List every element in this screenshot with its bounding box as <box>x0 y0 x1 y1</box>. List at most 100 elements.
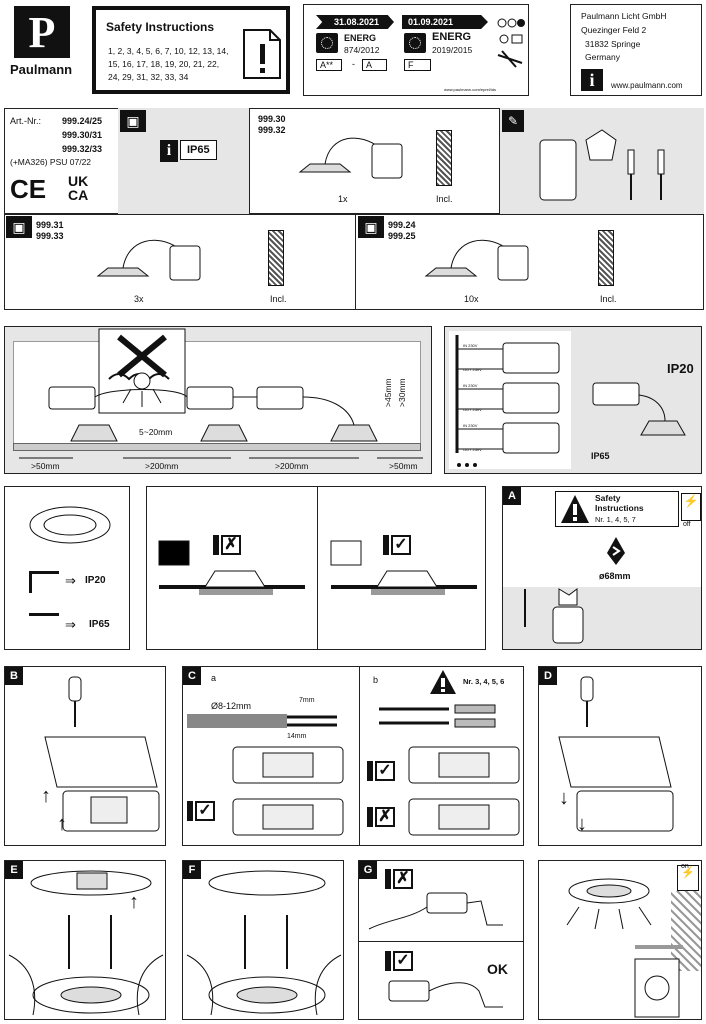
pkg1-incl: Incl. <box>436 194 453 204</box>
step-c-panel: C a Ø8-12mm 7mm 14mm ✓ b Nr. 3, 4, 5, 6 … <box>182 666 524 846</box>
eu-flag-old <box>316 33 338 53</box>
package-1: 999.30 999.32 1x Incl. <box>250 108 500 214</box>
ip65-label: IP65 <box>89 619 110 630</box>
wiring-panel: IN 230V OUT 230V IN 230V OUT 230V IN 230… <box>444 326 702 474</box>
packages-row-2 <box>4 214 704 310</box>
step-e-tag: E <box>5 861 23 879</box>
energy-class-old-from: A** <box>316 59 343 71</box>
terminal-block-icon-b2 <box>408 798 520 836</box>
step-b-up-arrow-1: ↑ <box>41 785 51 807</box>
step-c-safety-nr: Nr. 3, 4, 5, 6 <box>463 677 505 686</box>
insert-lamp-icon <box>8 870 164 1016</box>
pkg2-code-2: 999.33 <box>36 231 64 241</box>
step-c-strip-1: 7mm <box>299 697 315 704</box>
final-on: on <box>681 863 689 870</box>
step-c-sub-b: b <box>373 675 379 685</box>
brand-name: Paulmann <box>10 62 73 77</box>
company-name: Paulmann Licht GmbH <box>581 11 667 21</box>
wiring-ip20: IP20 <box>667 361 694 376</box>
wiring-in-1: IN 230V <box>463 343 478 348</box>
tools-icon-box: ✎ <box>502 110 524 132</box>
step-a-tag: A <box>503 487 521 505</box>
pkg3-code-2: 999.25 <box>388 231 416 241</box>
ip20-label: IP20 <box>85 575 106 586</box>
company-city: 31832 Springe <box>585 39 641 49</box>
pkg1-qty: 1x <box>338 194 348 204</box>
package-icon: ▣ <box>120 110 146 132</box>
step-g-right-mark: ✓ <box>385 951 413 971</box>
dim-depth: 5~20mm <box>139 427 173 437</box>
pkg2-lamp-icon <box>96 239 201 281</box>
dim-2: >200mm <box>145 461 179 471</box>
wrong-mark: ✗ <box>213 535 241 555</box>
info-ip-icon: i <box>160 140 178 162</box>
energy-class-new: F <box>404 59 431 71</box>
tilt-lamp-icon <box>29 506 111 544</box>
pkg2-filter-icon <box>268 230 284 286</box>
energy-reg-new: 2019/2015 <box>432 45 473 55</box>
step-e-up-arrow: ↑ <box>129 891 139 913</box>
pkg1-filter-icon <box>436 130 452 186</box>
pkg3-code-1: 999.24 <box>388 220 416 230</box>
step-c-warning-icon <box>430 670 456 694</box>
step-d-tag: D <box>539 667 557 685</box>
package-2: ▣ 999.31 999.33 3x Incl. <box>4 214 356 310</box>
lamp-with-driver-icon <box>298 137 403 179</box>
ceiling-cut-area <box>503 587 701 649</box>
step-c-b-wrong-mark: ✗ <box>367 807 395 827</box>
dim-1: >50mm <box>31 461 60 471</box>
step-b-tag: B <box>5 667 23 685</box>
step-a-hole: ø68mm <box>599 571 631 581</box>
screw-icon <box>635 945 683 949</box>
step-c-b-right-mark: ✓ <box>367 761 395 781</box>
logo-mark: P <box>14 6 70 58</box>
step-d-panel: D ↓ ↓ <box>538 666 702 846</box>
right-mounting-icon <box>330 540 477 595</box>
dimensions-panel: 5~20mm >45mm >30mm >50mm >200mm >200mm >… <box>4 326 432 474</box>
step-d-down-arrow-2: ↓ <box>577 813 587 835</box>
power-on-icon: ⚡ <box>677 865 699 891</box>
step-g-panel: G ✗ ✓ OK <box>358 860 524 1020</box>
pkg3-lamp-icon <box>424 239 529 281</box>
cable-strip-icon <box>187 714 337 728</box>
lamps-in-ceiling-icon <box>48 386 378 442</box>
step-b-panel: B ↑ ↑ <box>4 666 166 846</box>
ceiling-driver-icon <box>592 382 686 436</box>
power-off-icon: ⚡ <box>681 493 701 521</box>
hole-saw-icon <box>607 537 625 565</box>
ukca-mark-2: CA <box>68 187 89 203</box>
wiring-ip65: IP65 <box>591 451 610 461</box>
safety-instructions-box: Safety Instructions 1, 2, 3, 4, 5, 6, 7,… <box>92 6 290 94</box>
ip-rating: IP65 <box>180 140 217 160</box>
ip65-mount-icon <box>29 613 59 635</box>
step-a-safety-box <box>555 491 679 527</box>
step-c-tag: C <box>183 667 201 685</box>
pkg3-incl: Incl. <box>600 294 617 304</box>
package-3: ▣ 999.24 999.25 10x Incl. <box>356 214 704 310</box>
pkg2-box-icon: ▣ <box>6 216 32 238</box>
art-nr-2: 999.30/31 <box>62 130 103 140</box>
pkg3-filter-icon <box>598 230 614 286</box>
warning-icon <box>561 495 589 523</box>
press-lamp-icon <box>186 870 342 1016</box>
pkg2-qty: 3x <box>134 294 144 304</box>
company-web: www.paulmann.com <box>611 81 683 90</box>
art-nr-1: 999.24/25 <box>62 116 103 126</box>
step-c-right-mark: ✓ <box>187 801 215 821</box>
terminal-block-icon-a2 <box>232 798 344 836</box>
art-label: Art.-Nr.: <box>10 116 41 126</box>
company-street: Quezinger Feld 2 <box>581 25 647 35</box>
step-g-ok: OK <box>487 961 508 977</box>
pkg3-box-icon: ▣ <box>358 216 384 238</box>
step-c-strip-2: 14mm <box>287 733 307 740</box>
right-mark: ✓ <box>383 535 411 555</box>
ip-panel: ⇒ IP20 ⇒ IP65 <box>4 486 130 650</box>
screwdriver-icon <box>68 676 82 727</box>
ce-mark: CE <box>10 174 47 204</box>
step-a-safety-title-1: Safety <box>595 493 621 503</box>
step-g-tag: G <box>359 861 377 879</box>
company-box: Paulmann Licht GmbH Quezinger Feld 2 318… <box>570 4 702 96</box>
wall-hatch <box>671 891 701 971</box>
ferrule-icon <box>379 704 496 728</box>
articles-info: Art.-Nr.: 999.24/25 999.30/31 999.32/33 … <box>8 112 116 208</box>
